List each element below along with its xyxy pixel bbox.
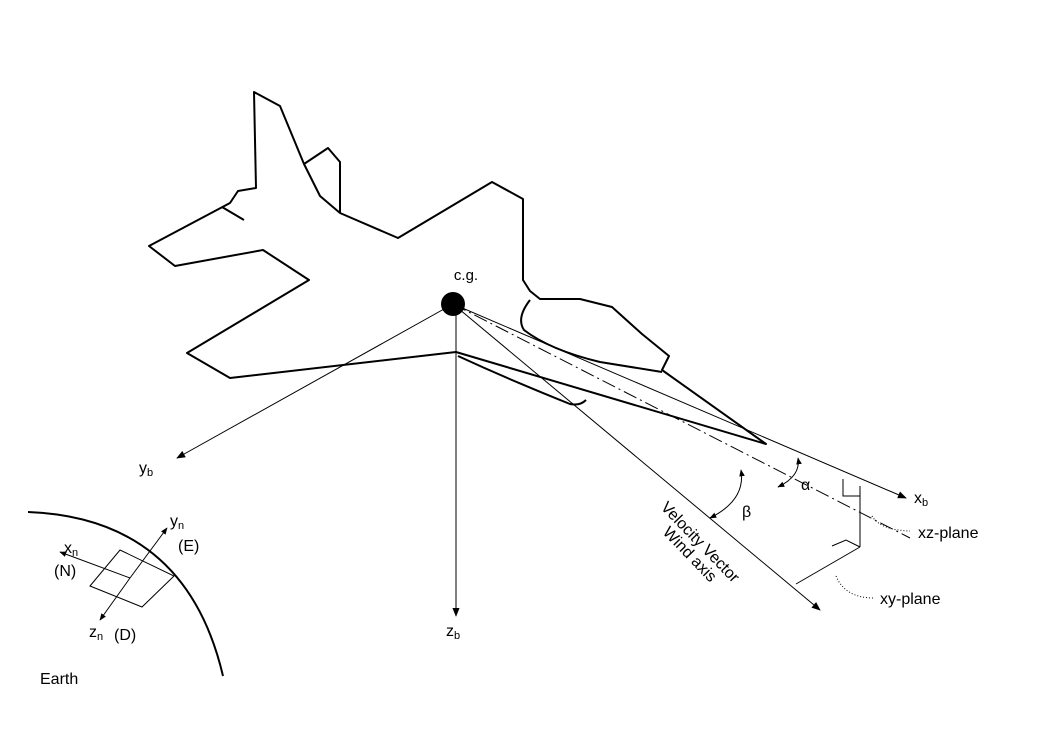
angle-arcs — [709, 457, 802, 519]
vertical-fin — [303, 147, 341, 213]
zn-arrow — [99, 577, 131, 621]
xn-label: xn — [64, 540, 78, 559]
zb-label: zb — [446, 623, 460, 642]
yb-sub: b — [147, 467, 153, 479]
xz-right-angle — [842, 479, 860, 497]
xy-leader — [835, 575, 875, 599]
xy-plane-label: xy-plane — [880, 591, 941, 608]
ventral-fin — [457, 355, 587, 406]
xn-main: x — [64, 540, 72, 557]
yn-main: y — [170, 513, 178, 530]
yn-arrow — [129, 527, 168, 579]
leaders — [835, 515, 911, 599]
xn-dir-label: (N) — [54, 563, 76, 580]
canopy — [520, 299, 663, 373]
alpha-arc — [777, 457, 802, 488]
zn-label: zn — [89, 624, 103, 643]
xn-arrow — [59, 551, 131, 579]
fuselage-wing-tail-outline — [148, 91, 767, 445]
yn-sub: n — [178, 520, 184, 532]
zn-sub: n — [97, 631, 103, 643]
cg-label: c.g. — [454, 267, 478, 284]
yb-label: yb — [139, 460, 153, 479]
yb-axis — [176, 303, 454, 459]
xy-right-angle — [831, 539, 861, 548]
xy-base-line — [795, 546, 861, 585]
stabilizer-line — [221, 206, 245, 221]
aircraft-outline — [148, 91, 767, 445]
body-axes — [176, 303, 911, 617]
xb-axis — [452, 303, 907, 499]
ned-plane — [89, 549, 175, 608]
yn-dir-label: (E) — [178, 538, 199, 555]
xz-plane-label: xz-plane — [918, 525, 979, 542]
plane-indicators — [795, 479, 861, 585]
beta-label: β — [742, 504, 751, 521]
earth-frame — [27, 511, 224, 677]
zb-sub: b — [454, 630, 460, 642]
velocity-vector-axis — [452, 303, 821, 611]
xb-sub: b — [922, 497, 928, 509]
beta-arc — [709, 469, 745, 519]
earth-label: Earth — [40, 671, 78, 688]
projection-line — [452, 303, 911, 539]
zb-main: z — [446, 623, 454, 640]
xn-sub: n — [72, 547, 78, 559]
xb-main: x — [914, 490, 922, 507]
cg-point — [441, 292, 465, 316]
yb-main: y — [139, 460, 147, 477]
alpha-label: α — [801, 477, 810, 494]
xb-label: xb — [914, 490, 928, 509]
zn-dir-label: (D) — [114, 627, 136, 644]
zn-main: z — [89, 624, 97, 641]
earth-surface-arc — [27, 511, 224, 677]
yn-label: yn — [170, 513, 184, 532]
